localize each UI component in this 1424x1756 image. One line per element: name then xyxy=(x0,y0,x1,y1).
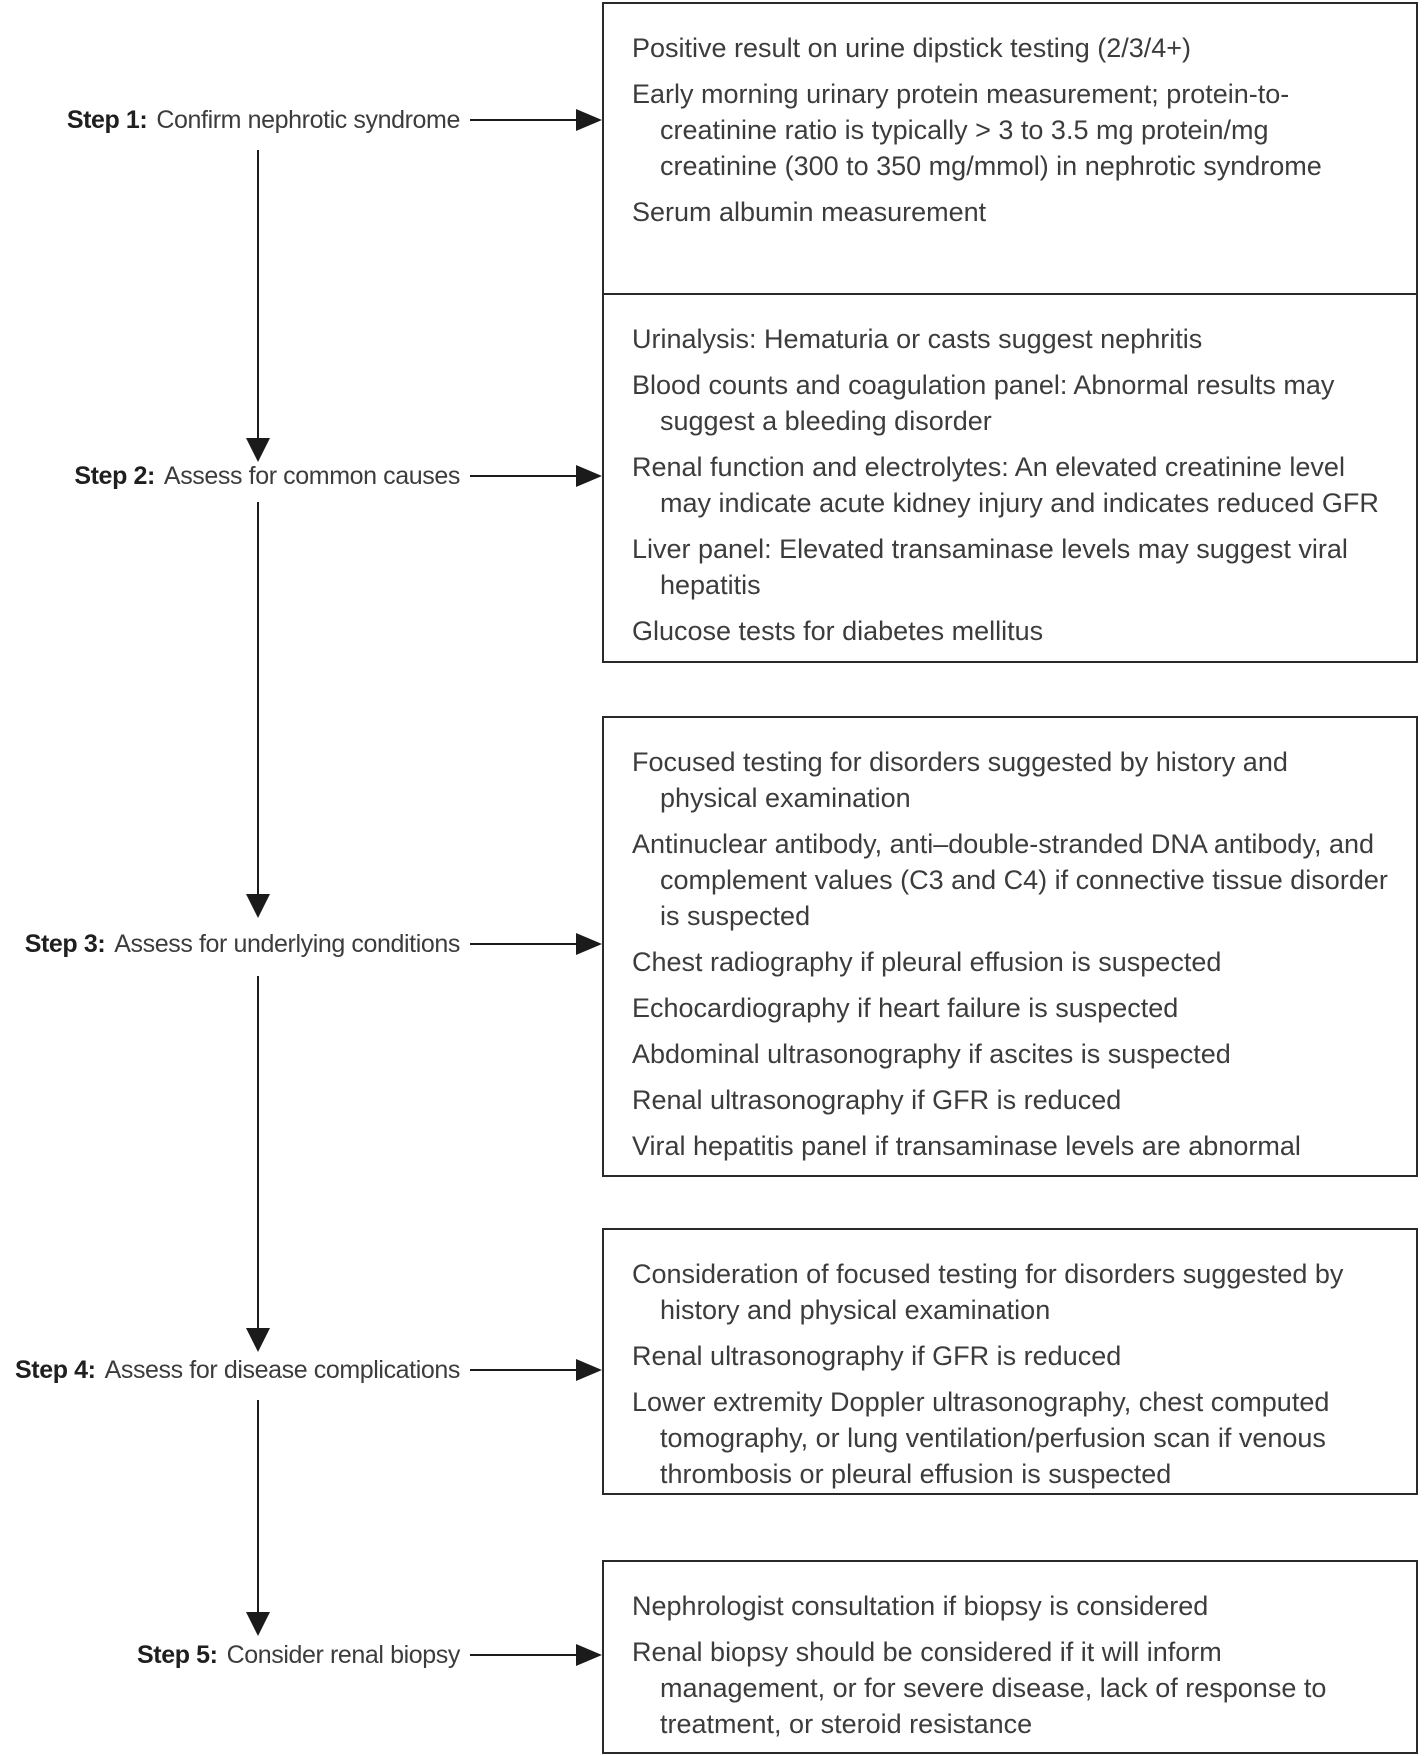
step-4-row: Step 4: Assess for disease complications xyxy=(0,1350,602,1390)
step-5-title: Consider renal biopsy xyxy=(226,1640,461,1669)
step-5-number: Step 5: xyxy=(137,1640,218,1669)
box-item: Renal function and electrolytes: An elev… xyxy=(632,452,1379,518)
box-item: Consideration of focused testing for dis… xyxy=(632,1259,1344,1325)
box-item: Lower extremity Doppler ultrasonography,… xyxy=(632,1387,1330,1489)
step-4-title: Assess for disease complications xyxy=(104,1355,461,1384)
box-item: Viral hepatitis panel if transaminase le… xyxy=(632,1131,1301,1161)
step-1-title: Confirm nephrotic syndrome xyxy=(156,105,460,134)
box-item: Liver panel: Elevated transaminase level… xyxy=(632,534,1348,600)
step-3-row: Step 3: Assess for underlying conditions xyxy=(0,924,602,964)
arrow-shaft xyxy=(256,976,260,1329)
box-item: Focused testing for disorders suggested … xyxy=(632,747,1288,813)
arrow-right-icon xyxy=(470,108,602,132)
step-4-label: Step 4: Assess for disease complications xyxy=(15,1356,460,1385)
box-item: Early morning urinary protein measuremen… xyxy=(632,79,1322,181)
box-item: Renal biopsy should be considered if it … xyxy=(632,1637,1327,1739)
step-3-box: Focused testing for disorders suggested … xyxy=(602,716,1418,1177)
step-1-row: Step 1: Confirm nephrotic syndrome xyxy=(0,100,602,140)
box-item: Positive result on urine dipstick testin… xyxy=(632,33,1192,63)
step-1-box: Positive result on urine dipstick testin… xyxy=(602,2,1418,332)
box-item: Nephrologist consultation if biopsy is c… xyxy=(632,1591,1209,1621)
arrowhead xyxy=(576,109,602,131)
arrowhead xyxy=(576,1359,602,1381)
arrowhead xyxy=(246,894,270,918)
arrow-down-icon xyxy=(246,502,270,918)
step-3-title: Assess for underlying conditions xyxy=(114,929,460,958)
box-item: Renal ultrasonography if GFR is reduced xyxy=(632,1085,1122,1115)
step-4-number: Step 4: xyxy=(15,1355,96,1384)
arrow-right-icon xyxy=(470,464,602,488)
step-5-label: Step 5: Consider renal biopsy xyxy=(137,1641,460,1670)
arrow-down-icon xyxy=(246,1400,270,1636)
arrow-shaft xyxy=(470,942,586,945)
arrowhead xyxy=(246,1612,270,1636)
box-item: Abdominal ultrasonography if ascites is … xyxy=(632,1039,1231,1069)
arrow-right-icon xyxy=(470,1643,602,1667)
arrow-shaft xyxy=(470,474,586,477)
arrowhead xyxy=(246,438,270,462)
step-3-label: Step 3: Assess for underlying conditions xyxy=(24,929,461,959)
arrow-shaft xyxy=(470,1368,586,1371)
box-item: Blood counts and coagulation panel: Abno… xyxy=(632,370,1335,436)
arrow-shaft xyxy=(256,150,260,439)
box-item: Chest radiography if pleural effusion is… xyxy=(632,947,1222,977)
arrow-down-icon xyxy=(246,150,270,462)
arrow-right-icon xyxy=(470,932,602,956)
arrowhead xyxy=(576,933,602,955)
arrowhead xyxy=(576,1644,602,1666)
box-item: Glucose tests for diabetes mellitus xyxy=(632,616,1044,646)
step-2-title: Assess for common causes xyxy=(163,461,460,490)
step-1-number: Step 1: xyxy=(66,105,148,134)
arrow-shaft xyxy=(470,118,586,121)
step-2-box: Urinalysis: Hematuria or casts suggest n… xyxy=(602,293,1418,663)
step-2-label: Step 2: Assess for common causes xyxy=(74,462,460,491)
step-5-row: Step 5: Consider renal biopsy xyxy=(0,1635,602,1675)
box-item: Urinalysis: Hematuria or casts suggest n… xyxy=(632,324,1203,354)
step-5-box: Nephrologist consultation if biopsy is c… xyxy=(602,1560,1418,1754)
step-4-box: Consideration of focused testing for dis… xyxy=(602,1228,1418,1495)
box-item: Serum albumin measurement xyxy=(632,197,987,227)
arrow-shaft xyxy=(470,1653,586,1656)
step-1-label: Step 1: Confirm nephrotic syndrome xyxy=(66,105,461,135)
box-item: Antinuclear antibody, anti–double-strand… xyxy=(632,829,1388,931)
step-3-number: Step 3: xyxy=(24,929,106,958)
arrow-down-icon xyxy=(246,976,270,1352)
arrowhead xyxy=(246,1328,270,1352)
arrow-shaft xyxy=(256,502,260,895)
step-2-number: Step 2: xyxy=(74,461,155,490)
box-item: Echocardiography if heart failure is sus… xyxy=(632,993,1179,1023)
box-item: Renal ultrasonography if GFR is reduced xyxy=(632,1341,1122,1371)
arrowhead xyxy=(576,465,602,487)
arrow-shaft xyxy=(256,1400,260,1613)
arrow-right-icon xyxy=(470,1358,602,1382)
step-2-row: Step 2: Assess for common causes xyxy=(0,456,602,496)
